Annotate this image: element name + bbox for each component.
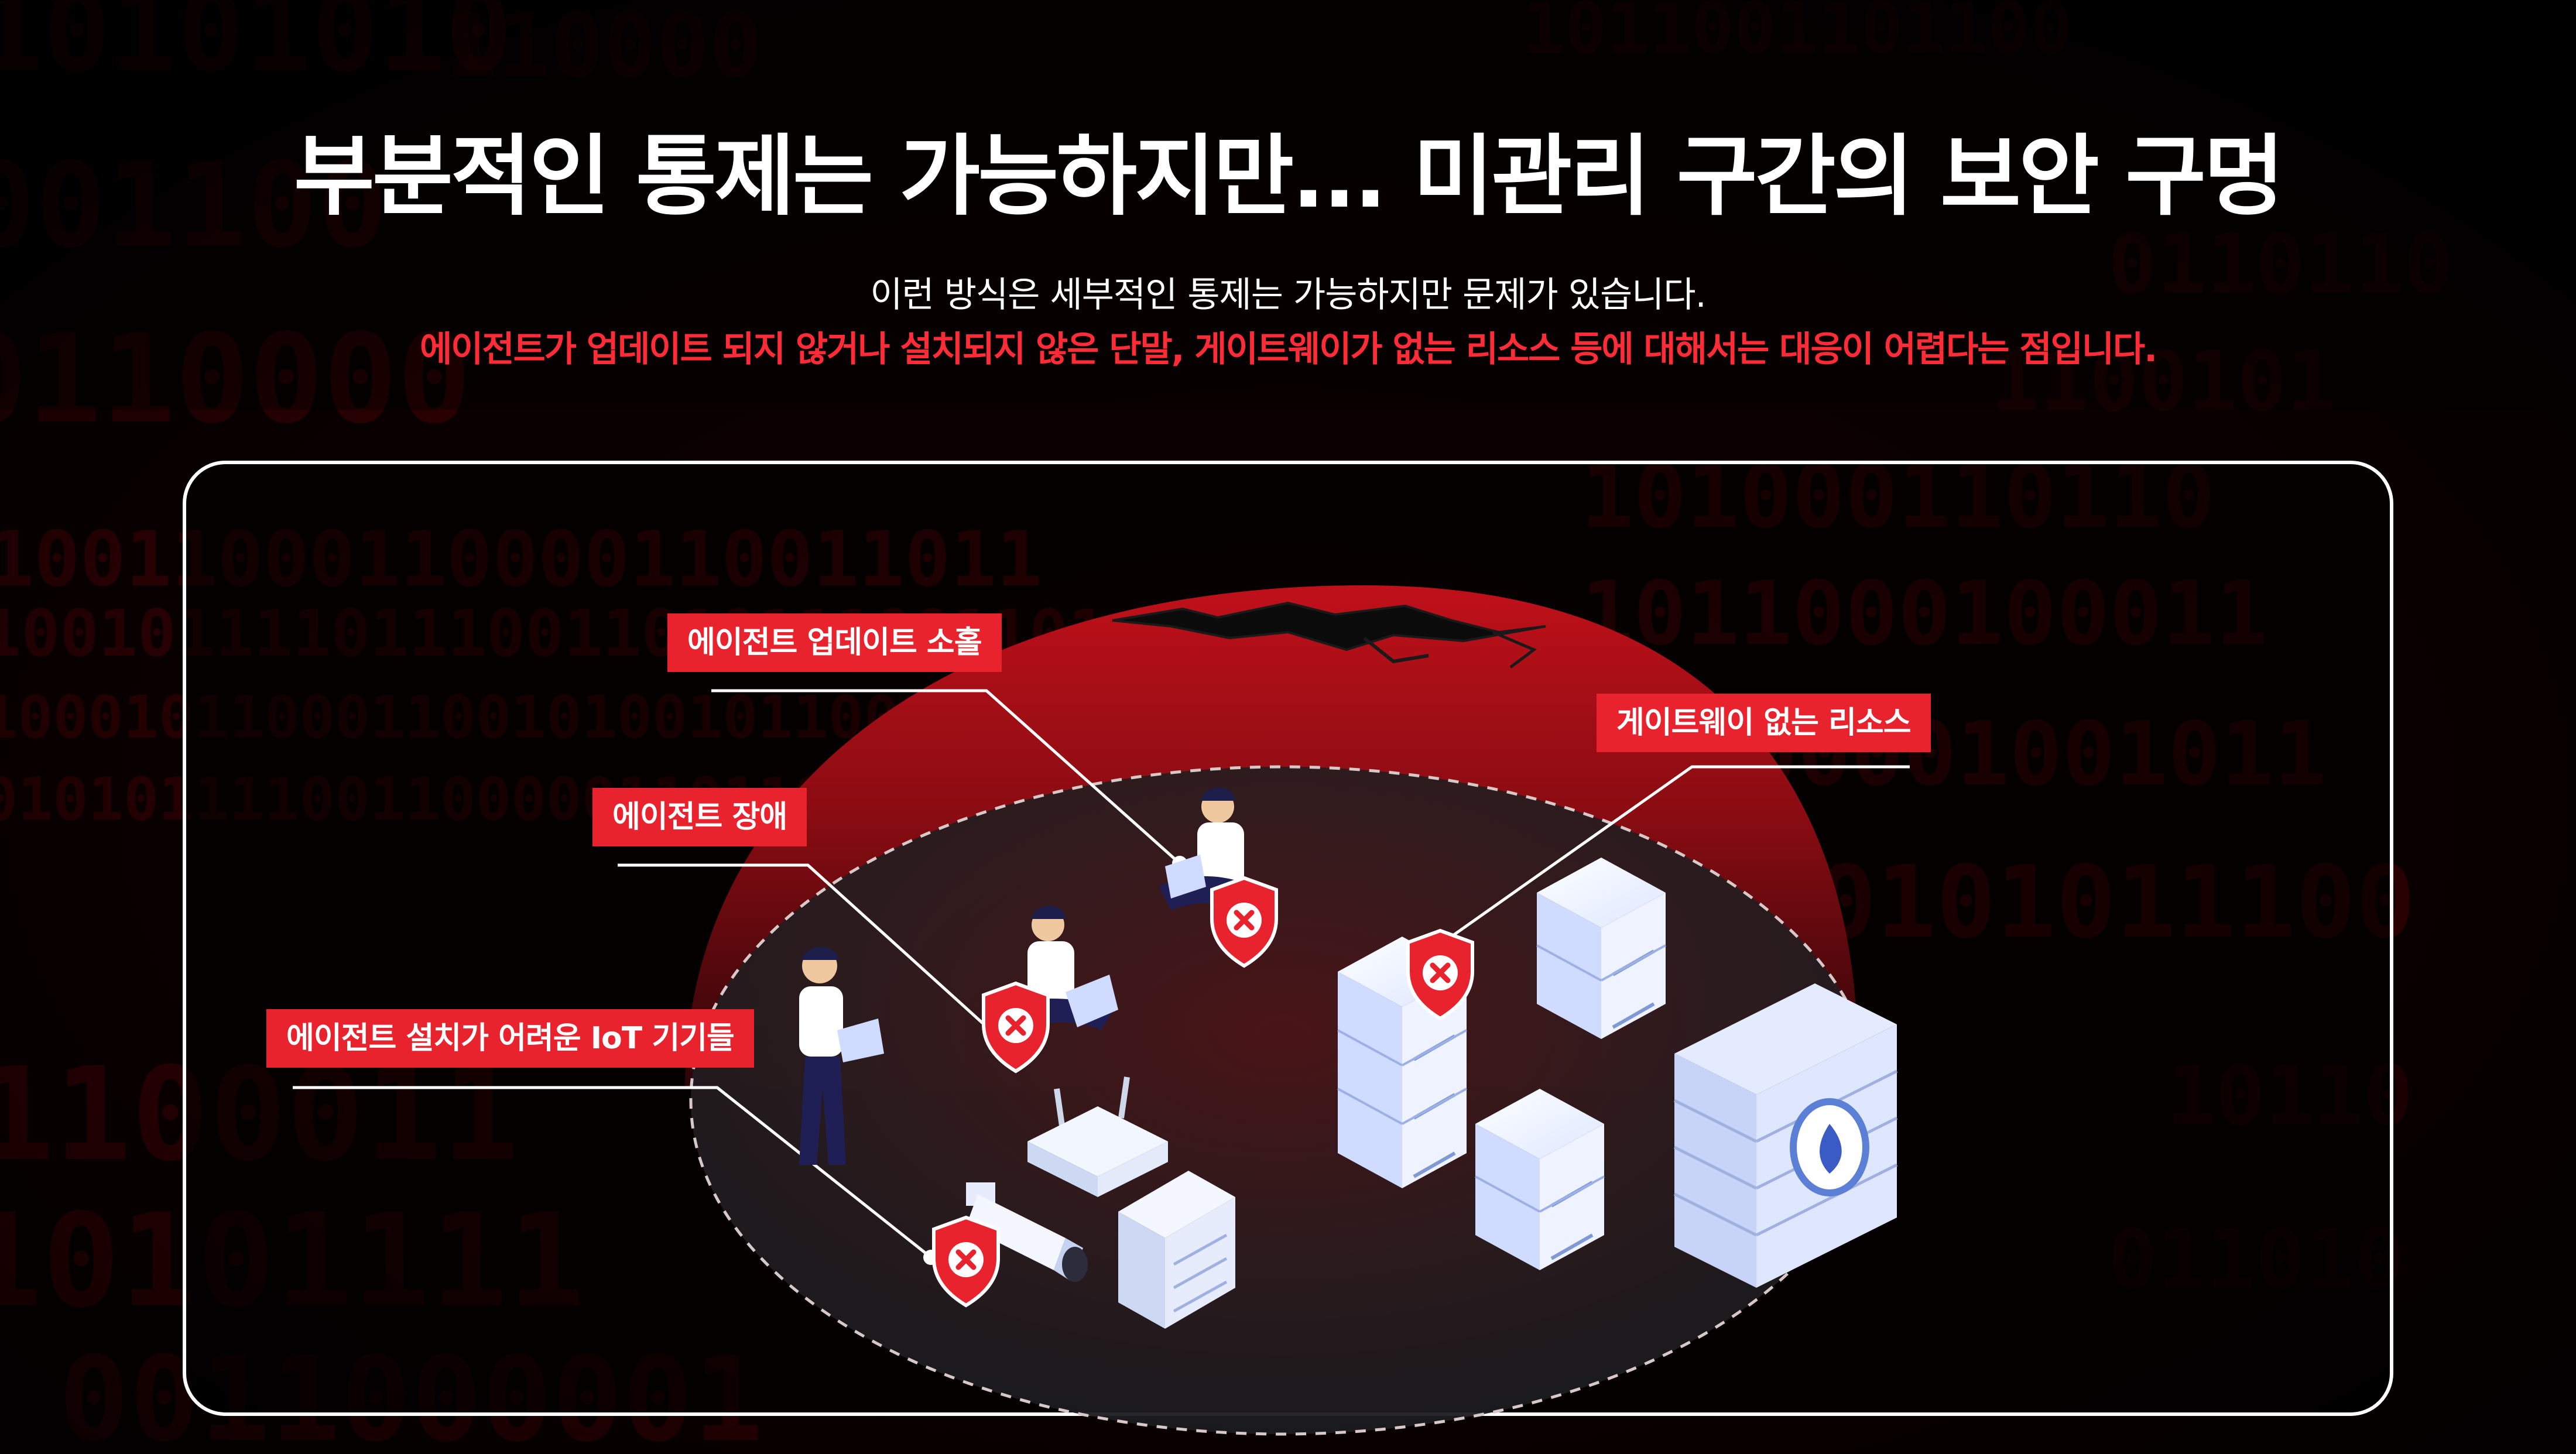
subtitle-line-2: 에이전트가 업데이트 되지 않거나 설치되지 않은 단말, 게이트웨이가 없는 … xyxy=(419,329,2157,370)
cctv-camera-icon xyxy=(966,1182,1088,1282)
connector-gateway-resource xyxy=(1436,765,1910,948)
callout-agent-failure: 에이전트 장애 xyxy=(592,788,807,846)
callout-agent-update-neglect: 에이전트 업데이트 소홀 xyxy=(667,613,1002,672)
wifi-router-icon xyxy=(1027,1076,1168,1197)
callout-label: 에이전트 설치가 어려운 IoT 기기들 xyxy=(286,1021,735,1056)
callout-iot-devices: 에이전트 설치가 어려운 IoT 기기들 xyxy=(266,1009,754,1068)
server-stack-icon xyxy=(1536,858,1666,1039)
connector-agent-failure xyxy=(618,863,999,1038)
person-laptop-icon xyxy=(799,787,1259,1165)
firewall-icon xyxy=(1673,983,1898,1288)
printer-icon xyxy=(1118,1171,1235,1329)
connector-agent-update xyxy=(711,689,1181,865)
shield-x-icon xyxy=(932,876,1474,1308)
server-stack-icon xyxy=(1475,1089,1605,1270)
callout-label: 에이전트 업데이트 소홀 xyxy=(687,625,982,660)
page-title: 부분적인 통제는 가능하지만... 미관리 구간의 보안 구멍 xyxy=(293,126,2284,228)
dome-crack xyxy=(1112,601,1546,651)
callout-label: 게이트웨이 없는 리소스 xyxy=(1616,705,1912,740)
connector-iot xyxy=(293,1086,932,1258)
callout-gateway-less-resource: 게이트웨이 없는 리소스 xyxy=(1597,694,1931,752)
callout-label: 에이전트 장애 xyxy=(612,800,787,835)
subtitle-line-1: 이런 방식은 세부적인 통제는 가능하지만 문제가 있습니다. xyxy=(870,275,1706,316)
